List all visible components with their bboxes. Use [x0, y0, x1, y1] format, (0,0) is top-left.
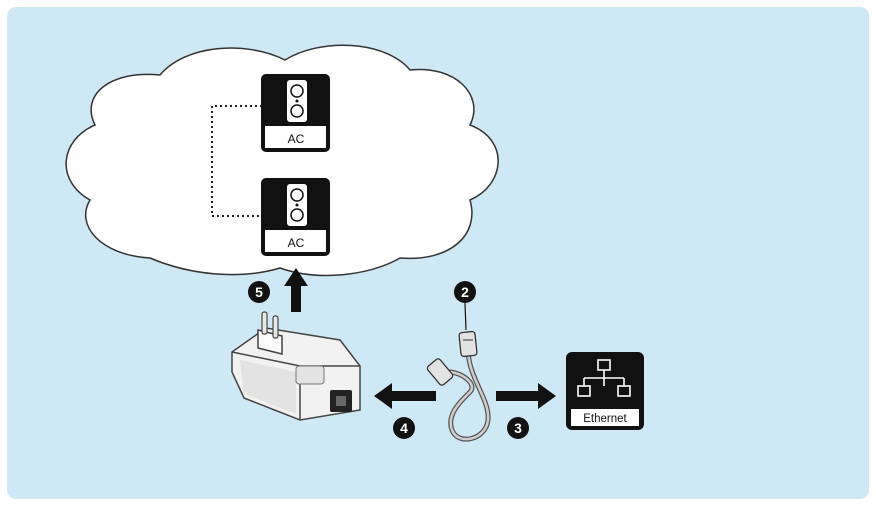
ethernet-cable: [426, 330, 491, 442]
step-badge-4: 4: [393, 417, 415, 439]
step-badge-5: 5: [248, 281, 270, 303]
ethernet-network-icon: [577, 359, 631, 397]
arrow-up-icon: [284, 268, 308, 312]
outlet-label-bottom: AC: [288, 236, 305, 250]
arrow-right-icon: [496, 383, 556, 409]
svg-text:4: 4: [400, 420, 408, 436]
ethernet-network-box: Ethernet: [566, 352, 644, 430]
dotted-connector: [211, 105, 262, 217]
ac-outlet-top: AC: [261, 74, 330, 152]
ac-outlet-bottom: AC: [261, 178, 330, 256]
outlet-label-top: AC: [288, 132, 305, 146]
power-outlet-icon: [287, 184, 307, 226]
svg-text:2: 2: [461, 284, 469, 300]
arrow-left-icon: [374, 383, 436, 409]
svg-text:5: 5: [255, 284, 263, 300]
cloud-shape: [65, 44, 499, 277]
step-badge-3: 3: [507, 417, 529, 439]
svg-text:3: 3: [514, 420, 522, 436]
step-badge-2: 2: [454, 281, 476, 331]
powerline-adapter: [231, 311, 361, 421]
power-outlet-icon: [287, 80, 307, 122]
ethernet-label: Ethernet: [583, 413, 627, 425]
